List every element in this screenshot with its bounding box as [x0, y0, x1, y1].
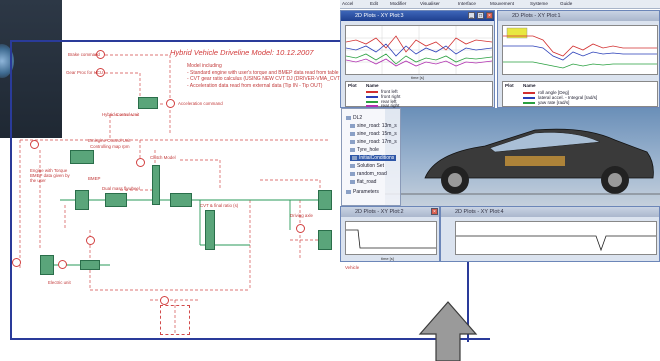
window-titlebar[interactable]: 2D Plots - XY Plot:3 _ □ × — [341, 11, 494, 21]
ecu-sub-label: Controlling map rpm — [90, 144, 130, 149]
input-node — [160, 296, 169, 305]
plot-area[interactable] — [345, 25, 493, 75]
ecu-label: Emisgine Control Unit — [88, 138, 130, 143]
legend-header-name: Name — [523, 83, 536, 88]
subsystem-box — [160, 305, 190, 335]
minimize-icon[interactable]: _ — [468, 12, 475, 19]
window-title: 2D Plots - XY Plot:3 — [355, 13, 404, 19]
menu-item[interactable]: Edit — [370, 1, 378, 6]
gearbox-block — [80, 260, 100, 270]
cvt-block — [205, 210, 215, 250]
input-node — [136, 158, 145, 167]
window-titlebar[interactable]: 2D Plots - XY Plot:4 — [441, 207, 659, 217]
accel-label: Acceleration command — [178, 101, 223, 106]
clutch-block — [152, 165, 160, 205]
plot-area[interactable] — [502, 25, 658, 75]
engine-block — [75, 190, 89, 210]
x-axis-label: time [s] — [381, 256, 394, 261]
legend-header-plot: Plot — [348, 83, 357, 88]
legend-swatch — [523, 92, 535, 94]
menubar: Accel Edit Modifier Visualiser Interface… — [340, 0, 660, 9]
menu-item[interactable]: Interface — [458, 1, 476, 6]
tree-item-selected[interactable]: InitialConditions — [350, 155, 396, 161]
tree-item[interactable]: random_road — [350, 171, 387, 177]
window-titlebar[interactable]: 2D Plots - XY Plot:2 × — [341, 207, 439, 217]
bmep-label: BMEP — [88, 176, 100, 181]
menu-item[interactable]: Visualiser — [420, 1, 440, 6]
input-node — [166, 99, 175, 108]
gear-block — [170, 193, 192, 207]
tree-item[interactable]: Solution Set — [350, 163, 384, 169]
electric-unit-block — [40, 255, 54, 275]
up-arrow-icon — [418, 300, 478, 361]
driving-axle-block — [318, 190, 332, 210]
legend-swatch — [523, 97, 535, 99]
model-tree[interactable]: DL2 sine_road: 13m_s sine_road: 15m_s si… — [341, 108, 401, 206]
plot-window-3[interactable]: 2D Plots - XY Plot:2 × time [s] — [340, 206, 440, 262]
tree-item[interactable]: flat_road — [350, 179, 376, 185]
brake-label: Brake command — [68, 52, 100, 57]
flywheel-label: Dual mass flywheel — [102, 186, 140, 191]
plot-area[interactable] — [345, 221, 437, 255]
window-title: 2D Plots - XY Plot:4 — [455, 209, 504, 215]
car-model — [385, 108, 660, 206]
close-icon[interactable]: × — [486, 12, 493, 19]
driving-axle-label: Driving axle — [290, 213, 313, 218]
menu-item[interactable]: Systeme — [530, 1, 548, 6]
flywheel-block — [105, 193, 127, 207]
menu-item[interactable]: Mouvement — [490, 1, 514, 6]
electric-label: Electric unit — [48, 280, 71, 285]
legend-swatch — [366, 96, 378, 98]
engine-control-block — [70, 150, 94, 164]
motor-node — [58, 260, 67, 269]
menu-item[interactable]: Accel — [342, 1, 353, 6]
plot-curves — [503, 26, 657, 74]
plot-curves — [346, 26, 492, 74]
plot-area[interactable] — [455, 221, 657, 255]
cvt-label: CVT & final ratio (s) — [200, 203, 238, 208]
3d-viewport[interactable] — [385, 108, 660, 206]
plot-curves — [456, 222, 656, 254]
wheel-block — [318, 230, 332, 250]
legend-row[interactable]: yaw rate [rad/s] — [523, 100, 569, 105]
menu-item[interactable]: Guide — [560, 1, 572, 6]
legend-header-plot: Plot — [505, 83, 514, 88]
window-titlebar[interactable]: 2D Plots - XY Plot:1 — [498, 11, 659, 21]
legend-label: yaw rate [rad/s] — [538, 100, 569, 105]
plot-curves — [346, 222, 436, 254]
gear-label: Gear Proc for HCU — [66, 70, 103, 75]
window-title: 2D Plots - XY Plot:2 — [355, 209, 404, 215]
legend-table: Plot Name roll angle [Deg] lateral accel… — [502, 81, 658, 107]
tree-item[interactable]: sine_road: 17m_s — [350, 139, 397, 145]
clutch-label: Clutch Model — [150, 155, 176, 160]
tree-item[interactable]: Parameters — [346, 189, 379, 195]
legend-swatch — [366, 91, 378, 93]
input-node — [86, 236, 95, 245]
plot-window-1[interactable]: 2D Plots - XY Plot:3 _ □ × time [s] Plot… — [340, 10, 495, 108]
tree-item[interactable]: DL2 — [346, 115, 362, 121]
menu-item[interactable]: Modifier — [390, 1, 406, 6]
tree-item[interactable]: Tyre_hole — [350, 147, 379, 153]
close-icon[interactable]: × — [431, 208, 438, 215]
hybrid-control-block — [138, 97, 158, 109]
legend-header-name: Name — [366, 83, 379, 88]
plot-window-4[interactable]: 2D Plots - XY Plot:4 — [440, 206, 660, 262]
vehicle-label: Vehicle — [345, 265, 359, 270]
tree-item[interactable]: sine_road: 13m_s — [350, 123, 397, 129]
legend-table: Plot Name front left front right rear le… — [345, 81, 493, 107]
plot-window-2[interactable]: 2D Plots - XY Plot:1 Plot Name roll angl… — [497, 10, 660, 108]
input-node — [296, 224, 305, 233]
window-title: 2D Plots - XY Plot:1 — [512, 13, 561, 19]
maximize-icon[interactable]: □ — [477, 12, 484, 19]
hybrid-label: Hybrid Control Unit — [102, 112, 139, 117]
input-node — [30, 140, 39, 149]
legend-swatch — [366, 105, 378, 107]
input-node — [12, 258, 21, 267]
tree-item[interactable]: sine_road: 15m_s — [350, 131, 397, 137]
engine-label: Engine with Torque BMEP data given by th… — [30, 168, 74, 183]
legend-swatch — [523, 102, 535, 104]
x-axis-label: time [s] — [411, 75, 424, 80]
